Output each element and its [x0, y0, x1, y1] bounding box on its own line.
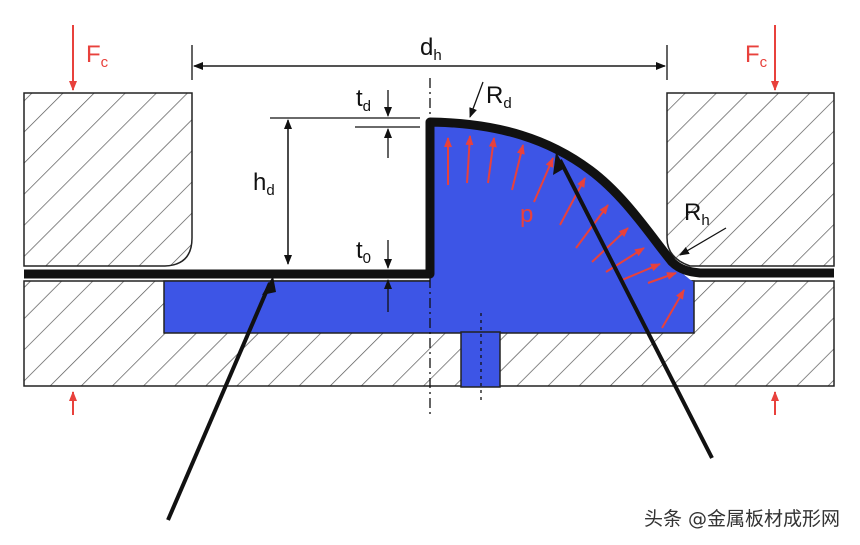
pressure-arrow [591, 227, 629, 263]
pressure-arrow [559, 177, 586, 226]
sheet-metal [24, 117, 834, 279]
label-td: td [356, 85, 371, 115]
center-lines [429, 78, 482, 415]
left-blank-holder [23, 92, 193, 267]
force-arrows [69, 25, 779, 415]
label-rh: Rh [684, 199, 710, 229]
pressure-arrow [533, 157, 554, 203]
label-rd: Rd [486, 82, 512, 112]
label-p: p [520, 201, 533, 228]
pressure-arrow [465, 135, 474, 184]
dimension-lines [191, 45, 727, 312]
watermark-text: 头条 @金属板材成形网 [643, 508, 840, 530]
label-fc-right: Fc [745, 41, 768, 71]
pressure-arrow [605, 247, 645, 273]
pressure-arrow [647, 272, 677, 284]
pressure-arrow [621, 263, 661, 281]
pressure-arrow [487, 137, 497, 184]
right-blank-holder [666, 92, 835, 267]
label-t0: t0 [356, 237, 371, 267]
leader-lines [166, 159, 714, 521]
label-dh: dh [420, 34, 442, 64]
fluid-chamber [163, 122, 695, 388]
label-fc-left: Fc [86, 41, 109, 71]
label-hd: hd [253, 169, 275, 199]
pressure-arrow [511, 144, 525, 191]
pressure-arrow [661, 289, 685, 329]
